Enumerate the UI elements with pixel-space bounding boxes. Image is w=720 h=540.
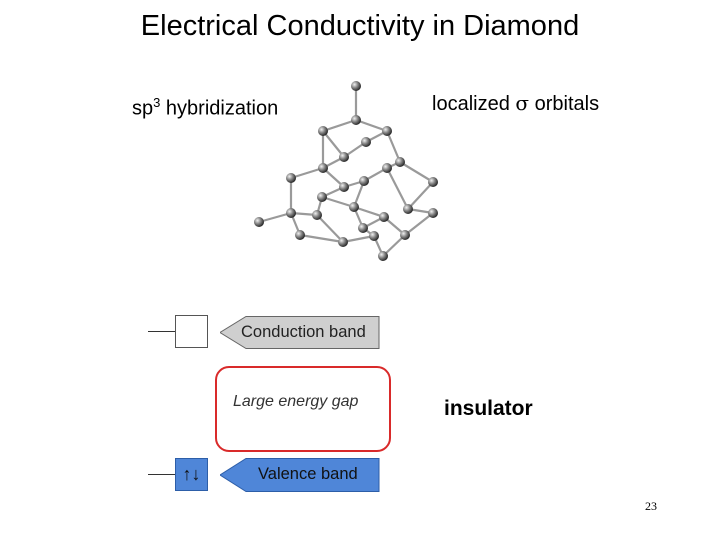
carbon-atom bbox=[369, 231, 379, 241]
valence-band-label: Valence band bbox=[258, 465, 358, 483]
carbon-atom bbox=[339, 182, 349, 192]
carbon-atom bbox=[339, 152, 349, 162]
carbon-atom bbox=[379, 212, 389, 222]
carbon-atom bbox=[428, 208, 438, 218]
carbon-atom bbox=[295, 230, 305, 240]
carbon-atom bbox=[349, 202, 359, 212]
lattice-bond bbox=[406, 180, 435, 211]
carbon-atom bbox=[382, 163, 392, 173]
conduction-band-shape bbox=[220, 316, 380, 349]
conduction-band-arrow bbox=[220, 316, 380, 349]
carbon-atom bbox=[403, 204, 413, 214]
carbon-atom bbox=[338, 237, 348, 247]
valence-orbital-box: ↑↓ bbox=[175, 458, 208, 491]
conduction-orbital-box bbox=[175, 315, 208, 348]
carbon-atom bbox=[254, 217, 264, 227]
orbitals-prefix: localized bbox=[432, 93, 516, 115]
insulator-label: insulator bbox=[444, 397, 533, 420]
conduction-band-label: Conduction band bbox=[241, 323, 366, 341]
orbitals-label: localized σ orbitals bbox=[432, 91, 599, 116]
hybridization-suffix: hybridization bbox=[160, 97, 279, 120]
carbon-atom bbox=[318, 126, 328, 136]
lattice-bond bbox=[321, 129, 346, 159]
lattice-bond bbox=[354, 118, 389, 133]
carbon-atom bbox=[318, 163, 328, 173]
hybridization-superscript: 3 bbox=[153, 95, 161, 110]
carbon-atom bbox=[286, 173, 296, 183]
carbon-atom bbox=[395, 157, 405, 167]
lattice-bond bbox=[403, 211, 435, 237]
lattice-bond bbox=[315, 213, 345, 244]
valence-band-shape bbox=[220, 458, 380, 492]
hybridization-prefix: sp bbox=[132, 97, 154, 120]
lattice-bond bbox=[398, 160, 435, 184]
lattice-bond bbox=[289, 166, 325, 180]
carbon-atom bbox=[317, 192, 327, 202]
carbon-atom bbox=[351, 81, 361, 91]
page-number: 23 bbox=[645, 499, 657, 513]
carbon-atom bbox=[378, 251, 388, 261]
carbon-atom bbox=[382, 126, 392, 136]
carbon-atom bbox=[400, 230, 410, 240]
hybridization-label: sp3 hybridization bbox=[132, 91, 278, 121]
sigma-symbol: σ bbox=[515, 91, 530, 115]
lattice-bond bbox=[385, 166, 410, 211]
lattice-bond bbox=[298, 233, 345, 244]
energy-gap-box bbox=[215, 366, 391, 452]
carbon-atom bbox=[428, 177, 438, 187]
lattice-bond bbox=[341, 234, 376, 244]
energy-gap-label: Large energy gap bbox=[233, 393, 359, 410]
orbitals-suffix: orbitals bbox=[529, 93, 600, 115]
lattice-bond bbox=[385, 129, 402, 164]
lattice-bond bbox=[352, 205, 386, 219]
lattice-bond bbox=[257, 211, 293, 224]
carbon-atom bbox=[359, 176, 369, 186]
valence-level-line bbox=[148, 474, 176, 475]
carbon-atom bbox=[286, 208, 296, 218]
carbon-atom bbox=[312, 210, 322, 220]
carbon-atom bbox=[361, 137, 371, 147]
lattice-bond bbox=[381, 233, 407, 258]
slide-title: Electrical Conductivity in Diamond bbox=[140, 10, 580, 42]
carbon-atom bbox=[358, 223, 368, 233]
lattice-bond bbox=[321, 118, 358, 133]
conduction-level-line bbox=[148, 331, 176, 332]
carbon-atom bbox=[351, 115, 361, 125]
lattice-bond bbox=[320, 195, 356, 209]
valence-band-arrow bbox=[220, 458, 380, 492]
lattice-atoms bbox=[254, 81, 438, 261]
